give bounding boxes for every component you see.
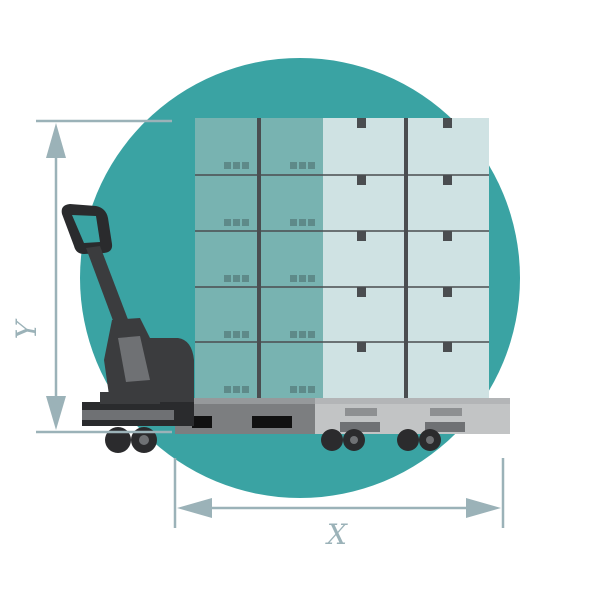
box-tape-mark xyxy=(357,175,366,185)
box-label-square xyxy=(242,162,249,169)
box-label-square xyxy=(233,386,240,393)
box-label-square xyxy=(299,275,306,282)
box-label-square xyxy=(224,331,231,338)
box-label-square xyxy=(233,162,240,169)
box-row-dividers xyxy=(195,174,489,343)
box-label-square xyxy=(299,162,306,169)
box-label-square xyxy=(233,219,240,226)
box-label-square xyxy=(242,386,249,393)
box-tape-mark xyxy=(443,342,452,352)
box-label-square xyxy=(224,219,231,226)
pallet xyxy=(175,398,510,434)
box-tape-mark xyxy=(443,231,452,241)
box-label-square xyxy=(290,162,297,169)
box-column-dividers xyxy=(257,118,408,398)
box-tape-mark xyxy=(443,175,452,185)
box-label-square xyxy=(308,331,315,338)
box-label-square xyxy=(233,275,240,282)
box-tape-mark xyxy=(443,287,452,297)
box-label-square xyxy=(242,275,249,282)
box-label-square xyxy=(308,275,315,282)
box-label-square xyxy=(224,386,231,393)
pallet-jack xyxy=(61,204,194,453)
box-label-square xyxy=(224,275,231,282)
box-tape-marks-right xyxy=(357,118,452,352)
pallet-wheels xyxy=(321,429,441,451)
box-label-square xyxy=(290,386,297,393)
box-label-square xyxy=(242,331,249,338)
box-label-square xyxy=(308,386,315,393)
box-tape-mark xyxy=(357,342,366,352)
box-tape-mark xyxy=(357,287,366,297)
box-label-square xyxy=(224,162,231,169)
box-tape-mark xyxy=(357,231,366,241)
box-tape-mark xyxy=(443,118,452,128)
dimension-x xyxy=(173,458,505,528)
box-label-square xyxy=(308,219,315,226)
box-label-square xyxy=(290,331,297,338)
dimension-y xyxy=(36,119,172,434)
dimension-y-label: Y xyxy=(10,318,43,339)
box-label-square xyxy=(290,275,297,282)
box-label-square xyxy=(290,219,297,226)
box-label-square xyxy=(299,386,306,393)
box-labels-left xyxy=(224,162,315,393)
box-label-square xyxy=(242,219,249,226)
dimension-x-label: X xyxy=(325,518,348,551)
box-tape-mark xyxy=(357,118,366,128)
box-label-square xyxy=(299,331,306,338)
box-label-square xyxy=(233,331,240,338)
box-label-square xyxy=(308,162,315,169)
box-label-square xyxy=(299,219,306,226)
